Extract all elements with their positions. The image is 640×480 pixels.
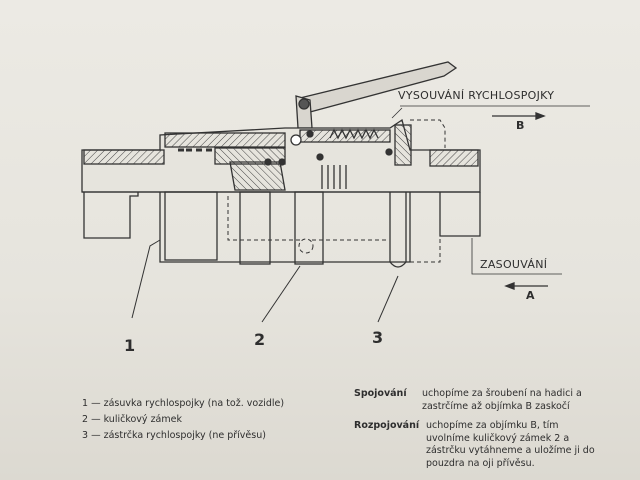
callout-2: 2 bbox=[254, 330, 266, 349]
legend-number: 3 bbox=[82, 430, 89, 441]
legend-text: zásuvka rychlospojky (na tož. vozidle) bbox=[103, 398, 285, 409]
legend-number: 1 bbox=[82, 398, 89, 409]
direction-a-label: A bbox=[526, 289, 535, 302]
legend-number: 2 bbox=[82, 414, 89, 425]
instruction-title-connect: Spojování bbox=[354, 388, 407, 399]
legend-item: 1 — zásuvka rychlospojky (na tož. vozidl… bbox=[82, 398, 285, 409]
callout-1: 1 bbox=[124, 336, 136, 355]
direction-b-label: B bbox=[516, 119, 525, 132]
connect-label: ZASOUVÁNÍ bbox=[480, 258, 548, 271]
legend-item: 2 — kuličkový zámek bbox=[82, 414, 182, 425]
legend-text: kuličkový zámek bbox=[103, 414, 182, 425]
instruction-title-disconnect: Rozpojování bbox=[354, 420, 420, 431]
disconnect-label: VYSOUVÁNÍ RYCHLOSPOJKY bbox=[398, 89, 555, 102]
callout-3: 3 bbox=[372, 328, 384, 347]
instruction-text-disconnect: uchopíme za objímku B, tím uvolníme kuli… bbox=[426, 420, 595, 469]
instruction-text-connect: uchopíme za šroubení na hadici a zastrčí… bbox=[422, 388, 582, 412]
legend-item: 3 — zástrčka rychlospojky (ne přívěsu) bbox=[82, 430, 266, 441]
legend-text: zástrčka rychlospojky (ne přívěsu) bbox=[103, 430, 266, 441]
